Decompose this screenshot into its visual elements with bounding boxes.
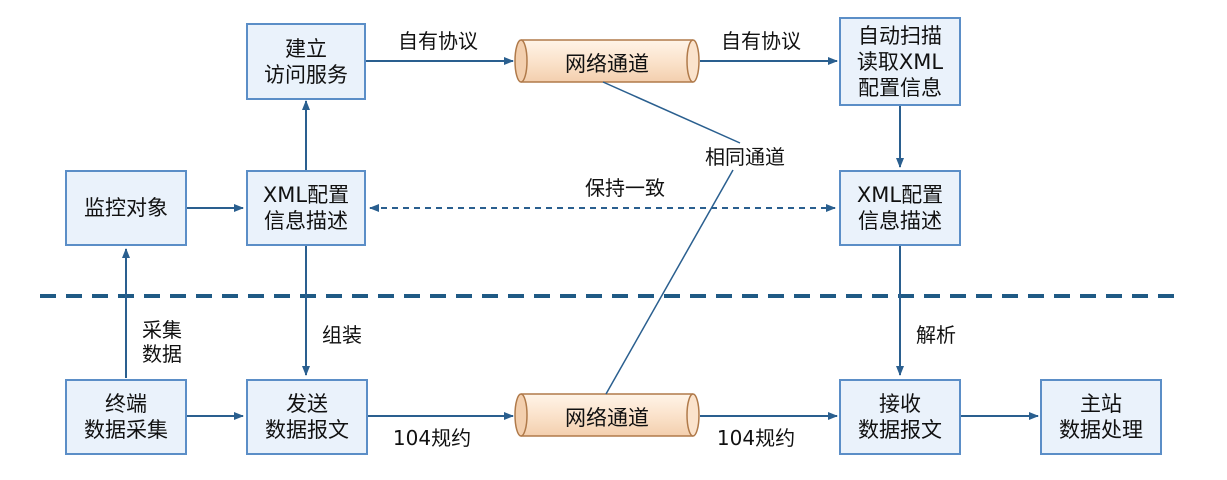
- build-service-box: 建立 访问服务: [246, 23, 366, 100]
- protocol-104-left-label: 104规约: [392, 426, 472, 450]
- assemble-label: 组装: [322, 323, 362, 347]
- receive-message-box: 接收 数据报文: [839, 379, 961, 455]
- same-channel-line-top: [602, 81, 741, 144]
- xml-config-right-box: XML配置 信息描述: [839, 170, 961, 246]
- protocol-104-right-label: 104规约: [716, 426, 796, 450]
- send-message-box: 发送 数据报文: [246, 379, 368, 455]
- xml-config-left-box: XML配置 信息描述: [246, 170, 366, 246]
- terminal-collect-box: 终端 数据采集: [65, 379, 187, 455]
- monitor-object-box: 监控对象: [65, 170, 187, 246]
- own-protocol-left-label: 自有协议: [398, 29, 478, 53]
- master-process-box: 主站 数据处理: [1040, 379, 1162, 455]
- parse-label: 解析: [916, 323, 956, 347]
- keep-consistent-label: 保持一致: [585, 176, 665, 200]
- network-channel-top: [514, 39, 700, 83]
- network-channel-bottom-label: 网络通道: [565, 406, 649, 430]
- network-channel-bottom: [514, 393, 700, 437]
- collect-data-label: 采集 数据: [142, 318, 182, 366]
- own-protocol-right-label: 自有协议: [721, 29, 801, 53]
- same-channel-line-bottom: [605, 169, 734, 395]
- same-channel-label: 相同通道: [705, 145, 785, 169]
- network-channel-top-label: 网络通道: [565, 52, 649, 76]
- auto-scan-box: 自动扫描 读取XML 配置信息: [839, 17, 961, 106]
